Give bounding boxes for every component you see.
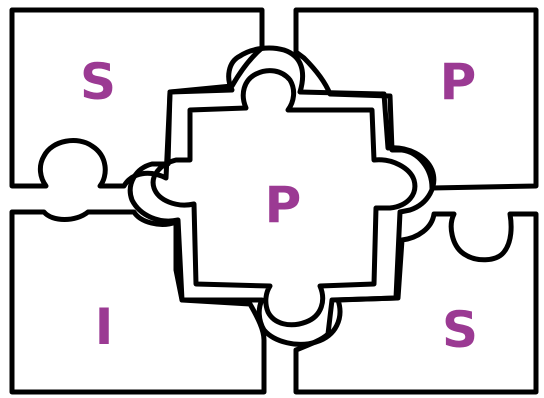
piece-bottom-right-outline [296, 214, 536, 392]
letter-bottom-left: I [95, 298, 114, 356]
piece-bottom-right [296, 214, 536, 392]
letter-bottom-right: S [442, 301, 478, 359]
letter-top-right: P [440, 53, 477, 111]
piece-top-right-outline [296, 10, 536, 188]
piece-top-left-outline [12, 10, 262, 186]
letter-center: P [265, 176, 302, 234]
letter-top-left: S [80, 53, 116, 111]
piece-top-left [12, 10, 262, 186]
piece-top-right [296, 10, 536, 188]
